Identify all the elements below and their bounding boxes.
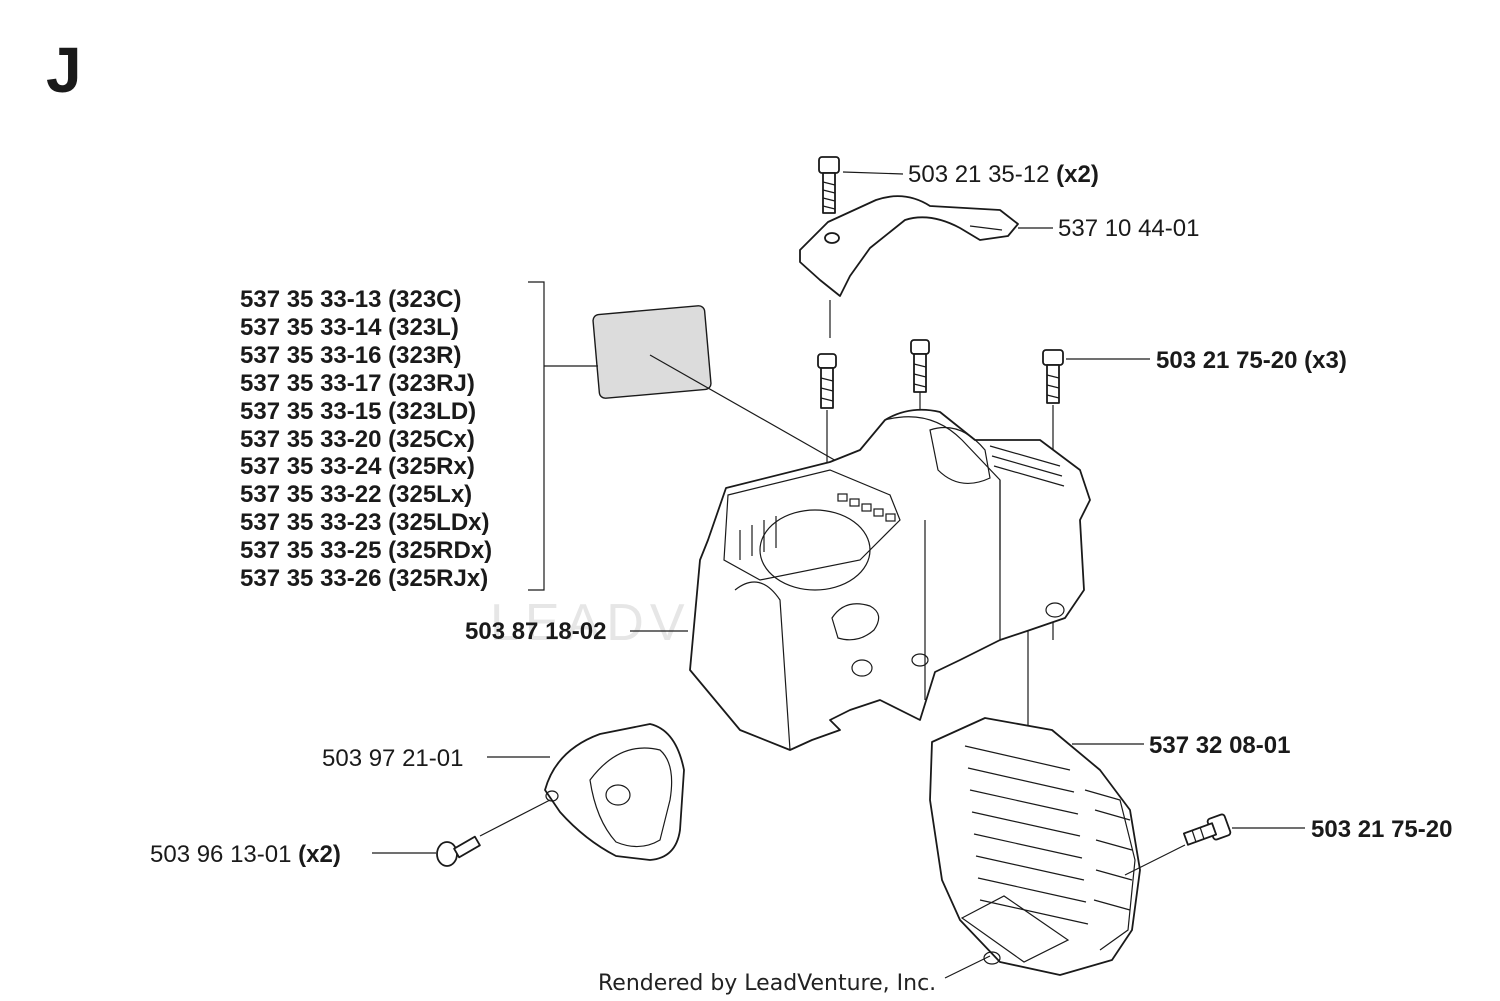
section-letter: J — [46, 34, 82, 106]
decal-option: 537 35 33-26 (325RJx) — [240, 565, 488, 592]
air-filter-cover-part[interactable] — [929, 717, 1141, 976]
leader-decal — [649, 354, 839, 463]
label-cylinder-cover: 503 87 18-02 — [465, 618, 606, 645]
decal-option: 537 35 33-22 (325Lx) — [240, 481, 472, 508]
handle-cover-part[interactable] — [799, 195, 1019, 297]
label-handle-cover: 537 10 44-01 — [1058, 215, 1199, 242]
screw-x3-1[interactable] — [817, 353, 837, 409]
screw-right-part[interactable] — [1182, 813, 1232, 846]
screw-bottom-part[interactable] — [436, 835, 481, 867]
decal-list-bracket — [528, 281, 545, 591]
screw-top-part[interactable] — [818, 156, 840, 214]
leader-screw-right-in — [1124, 844, 1186, 876]
decal-option: 537 35 33-14 (323L) — [240, 314, 459, 341]
screw-x3-2[interactable] — [910, 339, 930, 393]
decal-option: 537 35 33-16 (323R) — [240, 342, 461, 369]
leader-screw-top — [842, 171, 904, 175]
decal-option: 537 35 33-17 (323RJ) — [240, 370, 475, 397]
decal-option: 537 35 33-23 (325LDx) — [240, 509, 490, 536]
decal-option: 537 35 33-13 (323C) — [240, 286, 461, 313]
leader-screw-bottom-cup — [479, 799, 551, 837]
leader-air-filter-bottom — [944, 955, 991, 979]
screw-x3-3[interactable] — [1042, 349, 1064, 404]
decal-option: 537 35 33-25 (325RDx) — [240, 537, 492, 564]
lower-cup-part[interactable] — [544, 723, 685, 861]
label-screw-right: 503 21 75-20 — [1311, 816, 1452, 843]
decal-options-list: 537 35 33-13 (323C) 537 35 33-14 (323L) … — [240, 286, 492, 592]
cylinder-cover-part[interactable] — [689, 408, 1091, 751]
decal-option: 537 35 33-20 (325Cx) — [240, 426, 475, 453]
label-screws-x3: 503 21 75-20 (x3) — [1156, 347, 1347, 374]
label-lower-cup: 503 97 21-01 — [322, 745, 463, 772]
credit-text: Rendered by LeadVenture, Inc. — [598, 971, 936, 996]
label-screw-bottom: 503 96 13-01 (x2) — [150, 841, 341, 868]
decal-part[interactable] — [592, 305, 712, 399]
decal-option: 537 35 33-15 (323LD) — [240, 398, 476, 425]
label-air-filter-cover: 537 32 08-01 — [1149, 732, 1290, 759]
decal-option: 537 35 33-24 (325Rx) — [240, 453, 475, 480]
label-screw-top: 503 21 35-12 (x2) — [908, 161, 1099, 188]
